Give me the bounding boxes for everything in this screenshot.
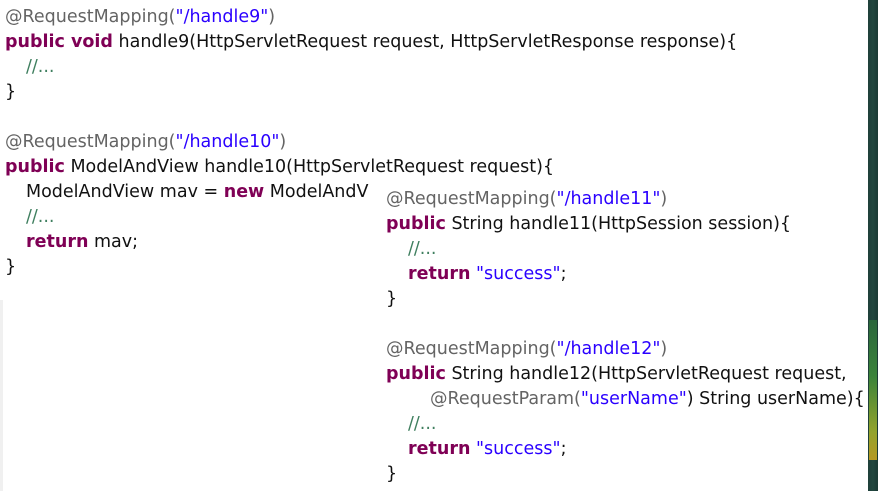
annotation-close: ) (660, 189, 668, 209)
handle9-signature-line: public void handle9(HttpServletRequest r… (5, 30, 737, 55)
handle12-annotation-line: @RequestMapping("/handle12") (386, 337, 667, 362)
mapping-path-string: "/handle11" (556, 189, 661, 209)
handle11-annotation-line: @RequestMapping("/handle11") (386, 187, 667, 212)
code-comment: //... (26, 57, 55, 77)
annotation-close: ) (279, 132, 287, 152)
brace: } (386, 464, 398, 484)
keyword: public (386, 214, 446, 234)
annotation-close: ) (268, 7, 276, 27)
keyword: return (408, 439, 471, 459)
handle10-return-line: return mav; (26, 230, 138, 255)
method-signature: String handle11(HttpSession session){ (445, 214, 792, 234)
keyword: new (223, 182, 265, 202)
handle12-comment-line: //... (408, 412, 436, 437)
window-edge-border (868, 0, 878, 491)
handle9-close-brace: } (5, 80, 16, 105)
handle12-param-line: @RequestParam("userName") String userNam… (430, 387, 865, 412)
handle12-signature-line: public String handle12(HttpServletReques… (386, 362, 847, 387)
param-name-string: "userName" (580, 389, 687, 409)
handle11-signature-line: public String handle11(HttpSession sessi… (386, 212, 791, 237)
annotation-text: @RequestMapping( (386, 189, 557, 209)
handle10-close-brace: } (5, 255, 16, 280)
code-comment: //... (26, 207, 55, 227)
code-snippet-handle11-handle12: @RequestMapping("/handle11") public Stri… (380, 180, 868, 491)
keyword: public (5, 157, 65, 177)
mapping-path-string: "/handle12" (556, 339, 661, 359)
return-string: "success" (476, 264, 561, 284)
method-signature: ModelAndView handle10(HttpServletRequest… (64, 157, 555, 177)
semicolon: ; (560, 264, 567, 284)
code-comment: //... (408, 414, 437, 434)
handle11-comment-line: //... (408, 237, 436, 262)
variable-declaration: ModelAndView mav = (26, 182, 224, 202)
handle10-comment-line: //... (26, 205, 54, 230)
annotation-text: @RequestMapping( (5, 132, 176, 152)
window-edge-accent (869, 320, 877, 460)
method-signature: handle9(HttpServletRequest request, Http… (112, 32, 738, 52)
return-value: mav; (88, 232, 139, 252)
code-comment: //... (408, 239, 437, 259)
keyword: public void (5, 32, 113, 52)
param-declaration: ) String userName){ (686, 389, 865, 409)
keyword: return (408, 264, 471, 284)
slide-margin-strip (0, 300, 3, 491)
annotation-text: @RequestMapping( (5, 7, 176, 27)
brace: } (386, 289, 398, 309)
handle10-declaration-line: ModelAndView mav = new ModelAndV (26, 180, 368, 205)
constructor-call: ModelAndV (264, 182, 369, 202)
handle9-comment-line: //... (26, 55, 54, 80)
handle11-return-line: return "success"; (408, 262, 566, 287)
handle10-annotation-line: @RequestMapping("/handle10") (5, 130, 286, 155)
annotation-text: @RequestMapping( (386, 339, 557, 359)
keyword: return (26, 232, 89, 252)
return-string: "success" (476, 439, 561, 459)
handle12-return-line: return "success"; (408, 437, 566, 462)
handle10-signature-line: public ModelAndView handle10(HttpServlet… (5, 155, 554, 180)
mapping-path-string: "/handle9" (175, 7, 269, 27)
mapping-path-string: "/handle10" (175, 132, 280, 152)
handle12-close-brace: } (386, 462, 397, 487)
keyword: public (386, 364, 446, 384)
brace: } (5, 257, 17, 277)
handle9-annotation-line: @RequestMapping("/handle9") (5, 5, 275, 30)
brace: } (5, 82, 17, 102)
handle11-close-brace: } (386, 287, 397, 312)
annotation-close: ) (660, 339, 668, 359)
semicolon: ; (560, 439, 567, 459)
method-signature: String handle12(HttpServletRequest reque… (445, 364, 847, 384)
param-annotation: @RequestParam( (430, 389, 581, 409)
